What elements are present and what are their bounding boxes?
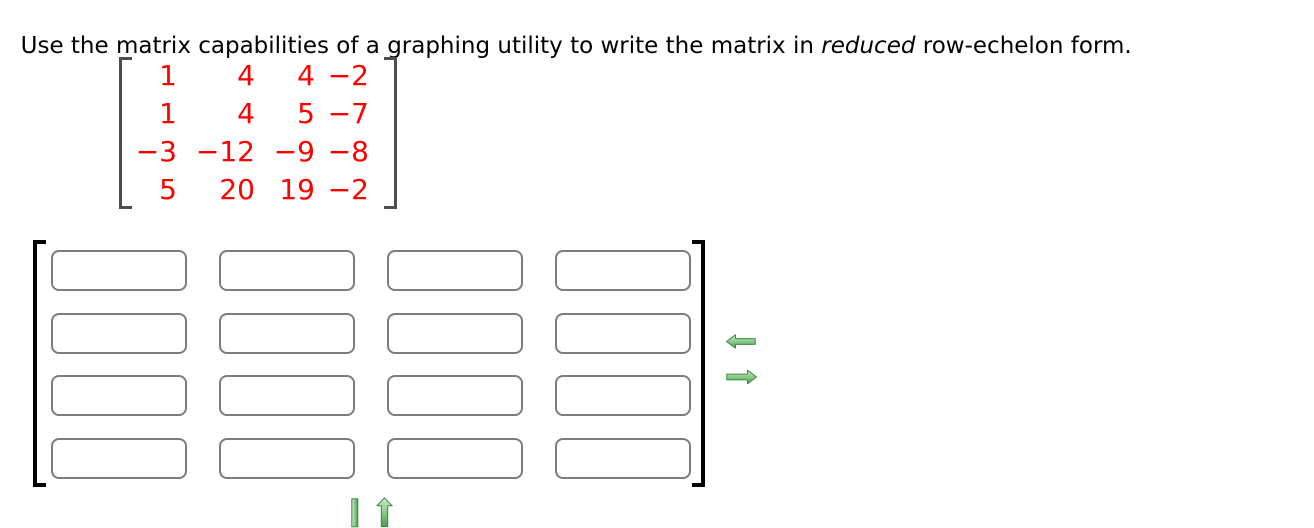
matrix-cell: −2 bbox=[327, 173, 369, 206]
matrix-cell: −12 bbox=[195, 135, 255, 168]
matrix-cell: −9 bbox=[273, 135, 315, 168]
answer-cell-r4c3[interactable] bbox=[387, 437, 523, 479]
answer-cell-r4c1[interactable] bbox=[51, 437, 187, 479]
matrix-cell: −2 bbox=[327, 59, 369, 92]
answer-cell-r1c1[interactable] bbox=[51, 250, 187, 291]
matrix-cell: 5 bbox=[297, 97, 315, 130]
answer-cell-r1c2[interactable] bbox=[219, 250, 355, 291]
answer-matrix bbox=[51, 250, 691, 479]
answer-cell-r2c1[interactable] bbox=[51, 312, 187, 354]
answer-cell-r3c4[interactable] bbox=[555, 375, 691, 416]
matrix-cell: 1 bbox=[159, 97, 177, 130]
answer-cell-r2c4[interactable] bbox=[555, 312, 691, 354]
answer-matrix-left-bracket bbox=[33, 240, 46, 487]
matrix-cell: −8 bbox=[327, 135, 369, 168]
answer-cell-r2c3[interactable] bbox=[387, 312, 523, 354]
matrix-cell: 4 bbox=[237, 97, 255, 130]
given-matrix: 1 4 4 −2 1 4 5 −7 −3 −12 −9 −8 5 20 19 −… bbox=[132, 57, 369, 209]
answer-cell-r4c4[interactable] bbox=[555, 437, 691, 479]
matrix-cell: −7 bbox=[327, 97, 369, 130]
matrix-cell: 5 bbox=[159, 173, 177, 206]
answer-cell-r4c2[interactable] bbox=[219, 437, 355, 479]
question-text-suffix: row-echelon form. bbox=[915, 33, 1132, 59]
given-matrix-right-bracket bbox=[384, 57, 397, 209]
answer-cell-r2c2[interactable] bbox=[219, 312, 355, 354]
matrix-cell: −3 bbox=[135, 135, 177, 168]
left-arrow-icon[interactable] bbox=[726, 334, 756, 349]
up-arrow-icon[interactable] bbox=[376, 497, 393, 527]
answer-cell-r1c4[interactable] bbox=[555, 250, 691, 291]
right-arrow-icon[interactable] bbox=[726, 369, 757, 385]
matrix-cell: 1 bbox=[159, 59, 177, 92]
given-matrix-left-bracket bbox=[119, 57, 132, 209]
answer-matrix-right-bracket bbox=[692, 240, 705, 487]
matrix-cell: 19 bbox=[279, 173, 315, 206]
matrix-cell: 20 bbox=[219, 173, 255, 206]
question-text-emphasis: reduced bbox=[821, 33, 916, 59]
down-arrow-icon[interactable] bbox=[351, 498, 359, 528]
answer-cell-r3c3[interactable] bbox=[387, 375, 523, 416]
matrix-cell: 4 bbox=[297, 59, 315, 92]
answer-cell-r1c3[interactable] bbox=[387, 250, 523, 291]
answer-cell-r3c2[interactable] bbox=[219, 375, 355, 416]
question-text: Use the matrix capabilities of a graphin… bbox=[6, 7, 1132, 59]
matrix-cell: 4 bbox=[237, 59, 255, 92]
question-text-prefix: Use the matrix capabilities of a graphin… bbox=[20, 33, 822, 59]
answer-cell-r3c1[interactable] bbox=[51, 375, 187, 416]
